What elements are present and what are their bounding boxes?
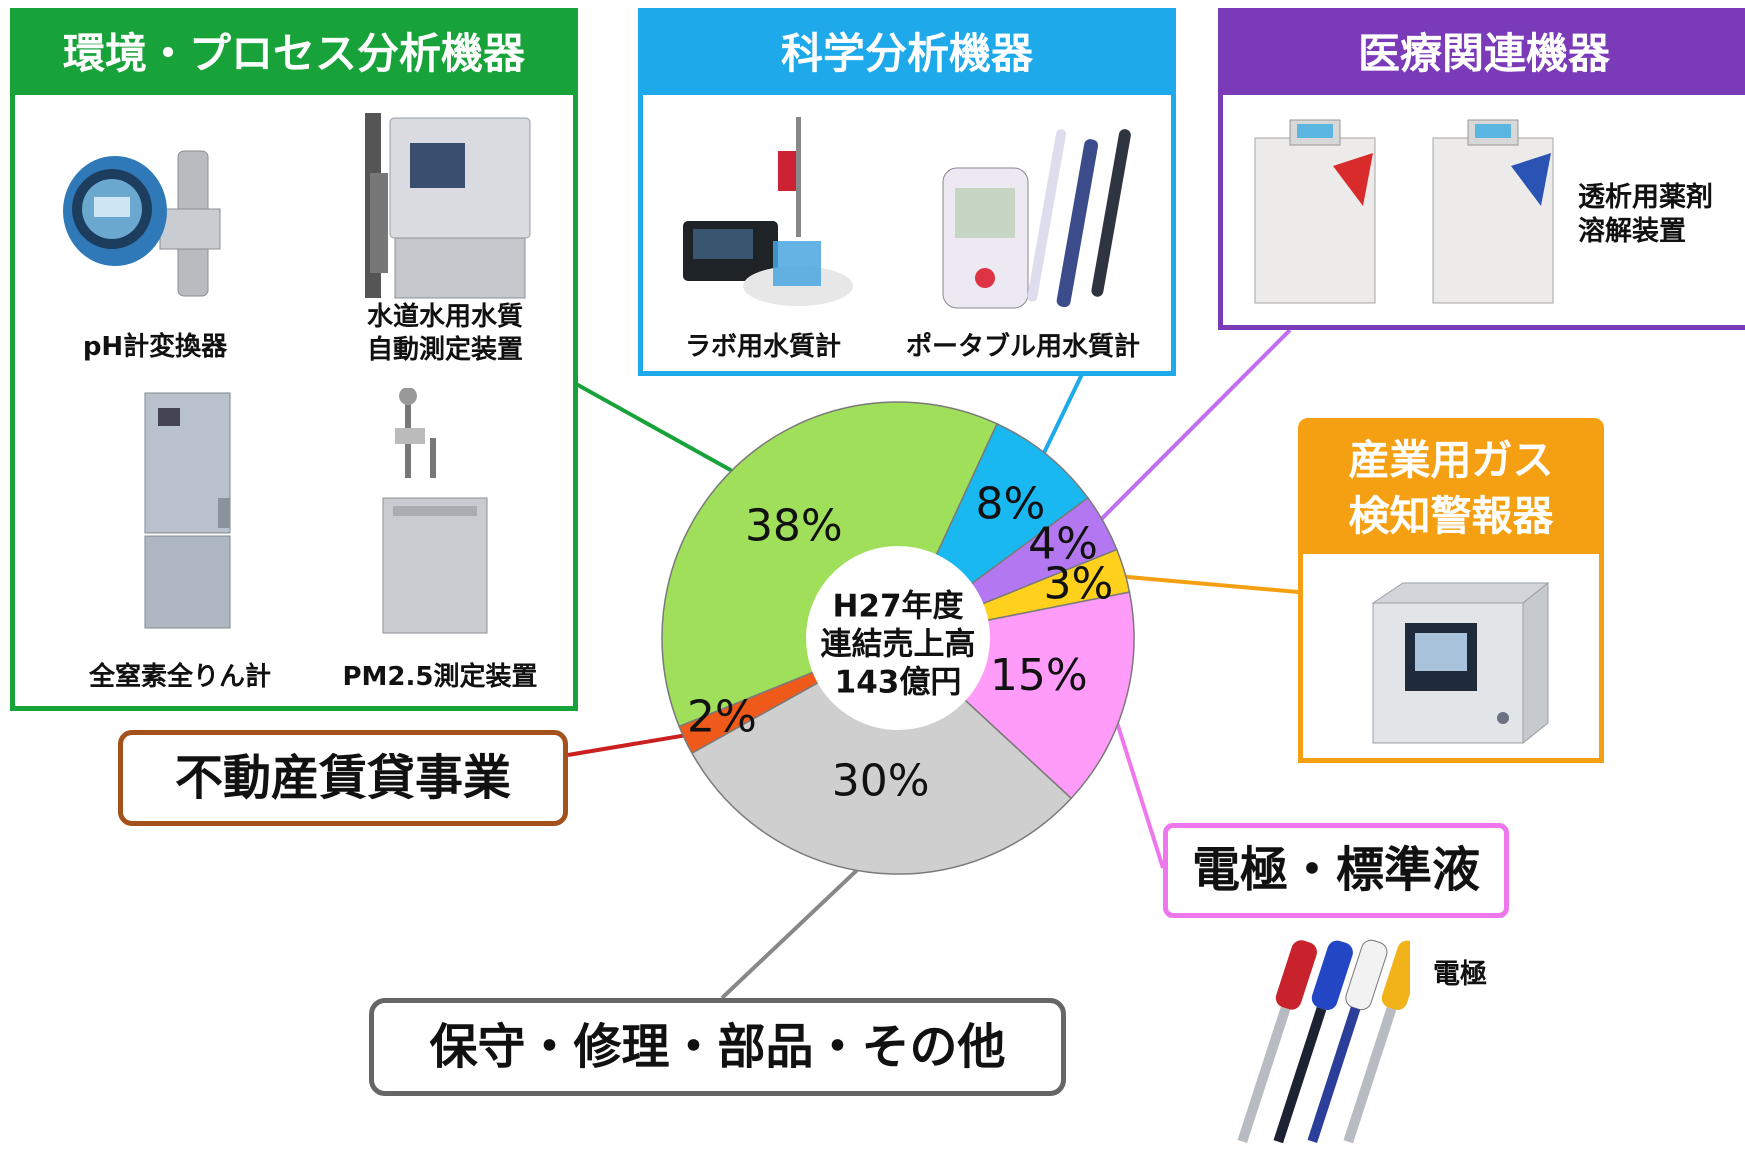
pm25-monitor-caption: PM2.5測定装置 <box>342 662 538 692</box>
slice-label-6: 2% <box>687 692 757 743</box>
slice-labels: 38% 8%4%3% 15% 30% 2% <box>687 478 1113 806</box>
center-label-line3: 143億円 <box>835 665 962 701</box>
tn-tp-meter-image <box>144 392 231 629</box>
ph-transmitter-image <box>63 150 221 297</box>
pm25-monitor-image <box>382 388 488 634</box>
electrode-standard-label: 電極・標準液 <box>1163 823 1509 918</box>
gas-panel-title: 産業用ガス 検知警報器 <box>1303 422 1599 554</box>
slice-label-0: 38% <box>745 501 843 552</box>
slice-label-3: 3% <box>1044 559 1114 610</box>
gas-panel: 産業用ガス 検知警報器 <box>1298 418 1604 763</box>
sci-panel-title: 科学分析機器 <box>643 13 1171 95</box>
med-panel: 医療関連機器 透析用薬剤 溶解装置 <box>1218 8 1745 330</box>
dissolver-caption: 透析用薬剤 溶解装置 <box>1578 182 1713 247</box>
portable-water-meter-caption: ポータブル用水質計 <box>905 332 1140 362</box>
dissolver-b-image <box>1432 119 1554 304</box>
water-quality-analyzer-image <box>365 113 531 299</box>
water-quality-analyzer-caption: 水道水用水質 自動測定装置 <box>366 302 523 365</box>
electrodes-image <box>1237 939 1410 1144</box>
real-estate-label: 不動産賃貸事業 <box>118 730 568 826</box>
leader-lines <box>559 328 1299 1000</box>
electrode-caption: 電極 <box>1433 959 1487 990</box>
env-panel-title: 環境・プロセス分析機器 <box>15 13 573 95</box>
slice-label-2: 4% <box>1028 518 1098 569</box>
leader-line-1 <box>1034 367 1087 469</box>
lab-water-meter-caption: ラボ用水質計 <box>684 332 841 362</box>
center-label-line1: H27年度 <box>832 589 963 625</box>
leader-line-0 <box>559 373 748 481</box>
gas-detector-image <box>1371 581 1550 745</box>
leader-line-5 <box>720 854 874 1000</box>
med-panel-title: 医療関連機器 <box>1223 13 1745 95</box>
slice-label-1: 8% <box>975 478 1045 529</box>
lab-water-meter-image <box>683 117 853 306</box>
maintenance-label: 保守・修理・部品・その他 <box>369 998 1066 1096</box>
center-circle <box>806 546 990 730</box>
tn-tp-meter-caption: 全窒素全りん計 <box>88 662 271 692</box>
pie-slice-5 <box>690 637 1073 875</box>
leader-line-4 <box>1107 697 1165 869</box>
leader-line-3 <box>1108 573 1299 594</box>
dissolver-a-image <box>1254 119 1376 304</box>
slice-label-4: 15% <box>990 650 1088 701</box>
env-panel: 環境・プロセス分析機器 pH計変換器 水道水用水質 自動測定装置 全窒素全りん計… <box>10 8 578 711</box>
leader-line-6 <box>567 730 701 757</box>
leader-line-2 <box>1088 328 1292 533</box>
sci-panel: 科学分析機器 ラボ用水質計 ポータブル用水質計 <box>638 8 1176 376</box>
slice-label-5: 30% <box>832 755 930 806</box>
portable-water-meter-image <box>942 129 1131 309</box>
ph-transmitter-caption: pH計変換器 <box>82 332 228 362</box>
pie-slice-0 <box>661 401 998 728</box>
center-label-line2: 連結売上高 <box>821 627 976 663</box>
